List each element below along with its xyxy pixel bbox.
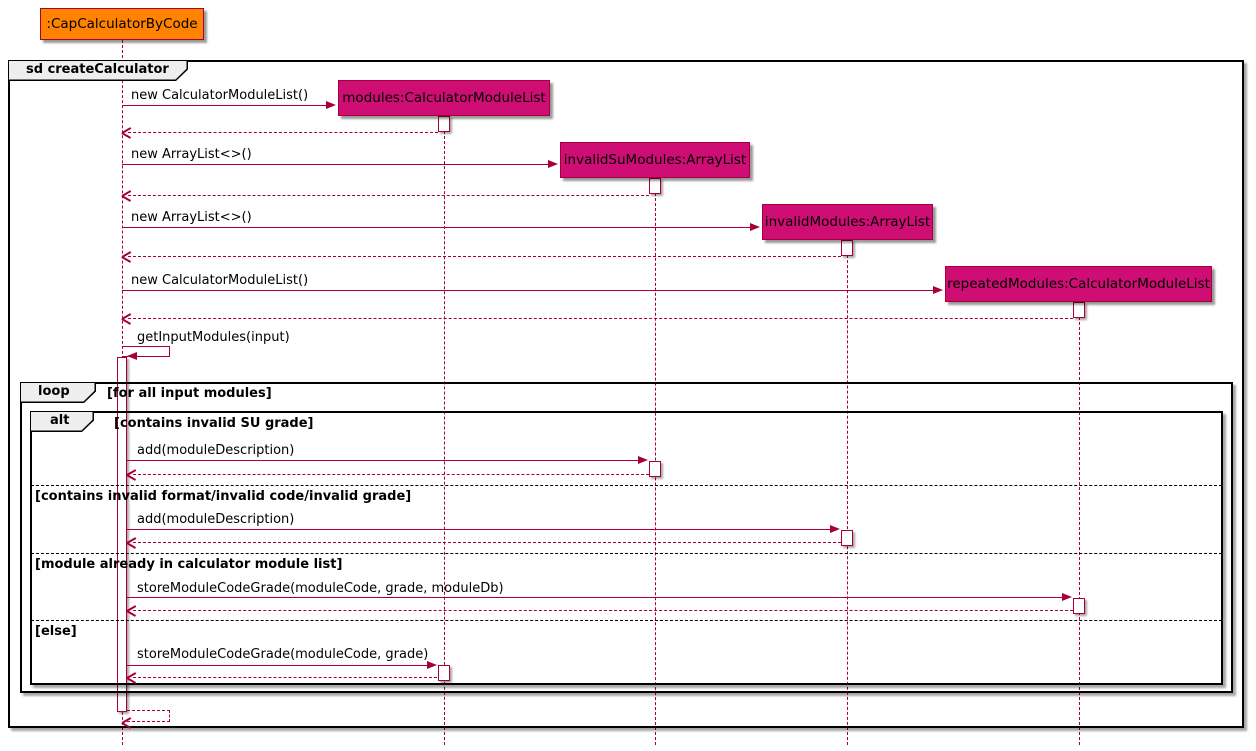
participant-box-modules: modules:CalculatorModuleList [338, 80, 550, 116]
loop-guard-label: [for all input modules] [107, 386, 272, 401]
activation-bar [1073, 302, 1085, 318]
message-label: storeModuleCodeGrade(moduleCode, grade, … [137, 581, 504, 596]
alt-section-label: [contains invalid format/invalid code/in… [35, 489, 412, 504]
participant-label: invalidModules:ArrayList [764, 214, 931, 230]
message-arrow [127, 665, 427, 666]
alt-section-label: [module already in calculator module lis… [35, 557, 343, 572]
activation-bar [438, 665, 450, 681]
return-arrowhead-icon [122, 718, 132, 727]
arrowhead-icon [830, 525, 840, 533]
alt-guard-label: [contains invalid SU grade] [114, 416, 314, 431]
return-arrowhead-icon [122, 191, 132, 200]
frame-tab-fill [21, 383, 95, 402]
message-arrow [127, 460, 638, 461]
arrowhead-icon [326, 101, 336, 109]
return-arrowhead-icon [127, 673, 137, 682]
sd-frame-tab: sd createCalculator [8, 60, 188, 81]
participant-label: repeatedModules:CalculatorModuleList [947, 276, 1210, 292]
arrowhead-icon [750, 223, 760, 231]
arrowhead-icon [1062, 593, 1072, 601]
return-arrowhead-icon [122, 252, 132, 261]
message-arrow [122, 105, 326, 106]
return-arrow [128, 256, 841, 257]
activation-bar [841, 530, 853, 546]
lifeline-repeatedmodules [1079, 302, 1080, 745]
lifeline-invalidmodules [847, 240, 848, 745]
message-label: new ArrayList<>() [131, 210, 252, 225]
message-label: getInputModules(input) [137, 330, 290, 345]
activation-bar [841, 240, 853, 256]
loop-frame-tab: loop [20, 382, 96, 403]
participant-box-invalidmodules: invalidModules:ArrayList [762, 204, 933, 240]
message-label: add(moduleDescription) [137, 512, 295, 527]
alt-section-label: [else] [35, 624, 77, 639]
self-message-arrow [122, 346, 170, 357]
return-arrow [128, 132, 438, 133]
activation-bar [649, 178, 661, 194]
message-label: storeModuleCodeGrade(moduleCode, grade) [137, 647, 429, 662]
participant-label: invalidSuModules:ArrayList [563, 152, 747, 168]
activation-bar [438, 116, 450, 132]
sd-frame-label: sd createCalculator [26, 62, 169, 77]
return-arrow [133, 474, 649, 475]
participant-box-repeatedmodules: repeatedModules:CalculatorModuleList [945, 266, 1212, 302]
activation-bar [649, 461, 661, 477]
message-label: add(moduleDescription) [137, 443, 295, 458]
participant-box-invalidsumodules: invalidSuModules:ArrayList [560, 142, 750, 178]
alt-divider [31, 485, 1222, 486]
return-arrowhead-icon [127, 606, 137, 615]
arrowhead-icon [127, 352, 137, 360]
message-arrow [122, 227, 750, 228]
message-label: new CalculatorModuleList() [131, 273, 309, 288]
return-arrowhead-icon [127, 538, 137, 547]
sd-frame [8, 60, 1244, 728]
arrowhead-icon [933, 286, 943, 294]
frame-tab-fill [31, 412, 93, 431]
alt-frame-label: alt [50, 413, 70, 428]
return-arrow [128, 318, 1073, 319]
return-arrow [133, 677, 437, 678]
message-arrow [122, 290, 933, 291]
loop-frame [20, 382, 1233, 693]
arrowhead-icon [638, 456, 648, 464]
alt-divider [31, 620, 1222, 621]
frame-tab-fill [9, 61, 187, 80]
return-arrow [133, 610, 1073, 611]
return-arrow [133, 542, 841, 543]
alt-divider [31, 553, 1222, 554]
alt-frame [30, 411, 1223, 685]
participant-label: modules:CalculatorModuleList [342, 90, 546, 106]
message-label: new ArrayList<>() [131, 147, 252, 162]
message-arrow [127, 529, 830, 530]
activation-bar-main [117, 357, 127, 712]
lifeline-modules [444, 116, 445, 745]
message-arrow [122, 164, 548, 165]
actor-box-capcalculatorbycode: :CapCalculatorByCode [40, 8, 204, 40]
return-arrow [128, 195, 649, 196]
self-return-arrow [127, 710, 170, 722]
arrowhead-icon [548, 160, 558, 168]
return-arrowhead-icon [127, 470, 137, 479]
return-arrowhead-icon [122, 128, 132, 137]
return-arrowhead-icon [122, 314, 132, 323]
activation-bar [1073, 598, 1085, 614]
alt-frame-tab: alt [30, 411, 94, 432]
message-label: new CalculatorModuleList() [131, 88, 309, 103]
loop-frame-label: loop [38, 384, 70, 399]
actor-label: :CapCalculatorByCode [46, 16, 198, 32]
arrowhead-icon [427, 661, 437, 669]
message-arrow [127, 597, 1062, 598]
